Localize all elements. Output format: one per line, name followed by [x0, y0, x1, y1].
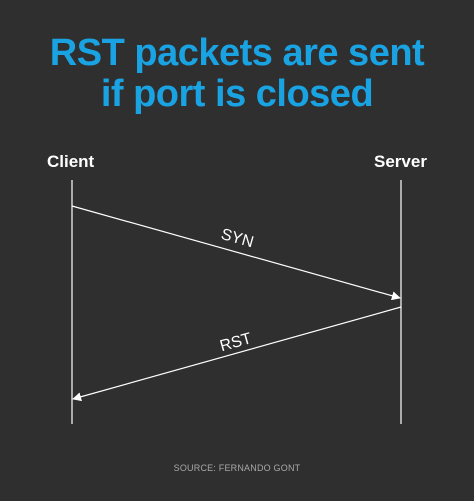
title-line-1: RST packets are sent: [49, 32, 425, 74]
client-label: Client: [47, 152, 95, 171]
rst-label: RST: [218, 330, 254, 355]
title-line-2: if port is closed: [100, 73, 374, 115]
syn-arrow: [71, 205, 401, 301]
server-label: Server: [374, 152, 427, 171]
syn-label: SYN: [219, 226, 255, 251]
source-credit: SOURCE: FERNANDO GONT: [173, 463, 301, 473]
rst-arrow: [72, 306, 402, 402]
